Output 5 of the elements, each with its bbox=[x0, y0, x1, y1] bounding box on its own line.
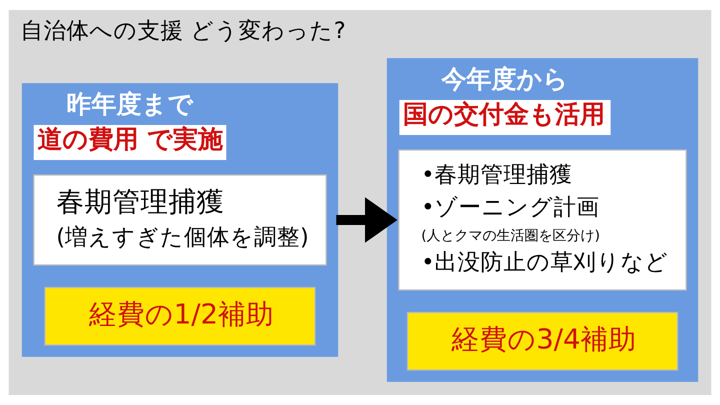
node-box: 経費の3/4補助 bbox=[406, 312, 678, 371]
node-box: •春期管理捕獲 •ゾーニング計画 (人とクマの生活圏を区分け) •出没防止の草刈りなど bbox=[398, 149, 687, 291]
diagram-title: 自治体への支援 どう変わった? bbox=[20, 18, 346, 44]
node-box: 春期管理捕獲 (増えすぎた個体を調整) bbox=[33, 174, 327, 266]
node-box: 経費の1/2補助 bbox=[44, 286, 316, 346]
